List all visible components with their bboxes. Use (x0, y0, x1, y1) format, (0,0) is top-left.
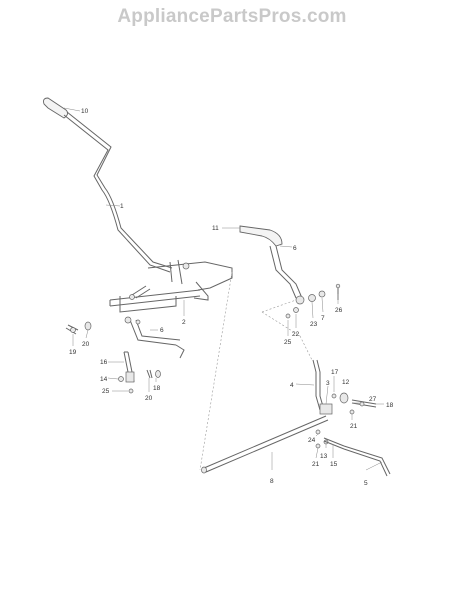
handle-grip-part (43, 97, 69, 119)
callout-label: 17 (331, 369, 339, 376)
callout-label: 3 (326, 380, 330, 387)
lift-lever-rod-part (63, 111, 173, 273)
callout-label: 10 (81, 108, 89, 115)
upper-right-lever-bracket (239, 225, 305, 305)
callout-label: 15 (330, 461, 338, 468)
callout-label: 16 (100, 359, 108, 366)
callout-label: 21 (350, 423, 358, 430)
vertical-link-rod-4 (312, 359, 325, 411)
lower-pivot-hardware (315, 429, 345, 450)
callout-label: 21 (312, 461, 320, 468)
lower-left-linkage-16 (118, 351, 161, 394)
callout-label: 7 (321, 315, 325, 322)
callout-label: 25 (102, 388, 110, 395)
callout-label: 2 (182, 319, 186, 326)
callout-label: 25 (284, 339, 292, 346)
upper-right-hardware (285, 283, 341, 319)
callout-label: 18 (153, 385, 161, 392)
callout-numbers: 10 1 11 6 23 7 26 22 25 2 6 20 19 16 14 … (69, 108, 394, 487)
rod-5-part (343, 445, 391, 477)
callout-label: 13 (320, 453, 328, 460)
callout-label: 8 (270, 478, 274, 485)
callout-label: 1 (120, 203, 124, 210)
pivot-assembly-3-12 (319, 392, 377, 415)
callout-label: 27 (369, 396, 377, 403)
callout-label: 20 (82, 341, 90, 348)
callout-label: 11 (212, 225, 219, 232)
pin-clip-cluster (124, 285, 151, 325)
callout-label: 22 (292, 331, 300, 338)
callout-label: 18 (386, 402, 394, 409)
lift-shaft-bracket-part (109, 259, 233, 359)
callout-label: 6 (160, 327, 164, 334)
callout-label: 26 (335, 307, 343, 314)
callout-label: 12 (342, 379, 350, 386)
callout-label: 5 (364, 480, 368, 487)
callout-label: 20 (145, 395, 153, 402)
callout-label: 6 (293, 245, 297, 252)
dashed-alignment-lines (199, 271, 313, 471)
callout-label: 4 (290, 382, 294, 389)
left-hardware-19-20 (65, 321, 92, 335)
callout-leader-lines (63, 107, 384, 471)
watermark-logo-text: AppliancePartsPros.com (117, 6, 347, 27)
long-connecting-rod-8 (201, 415, 329, 474)
callout-label: 23 (310, 321, 318, 328)
callout-label: 19 (69, 349, 77, 356)
callout-label: 14 (100, 376, 108, 383)
callout-label: 24 (308, 437, 316, 444)
